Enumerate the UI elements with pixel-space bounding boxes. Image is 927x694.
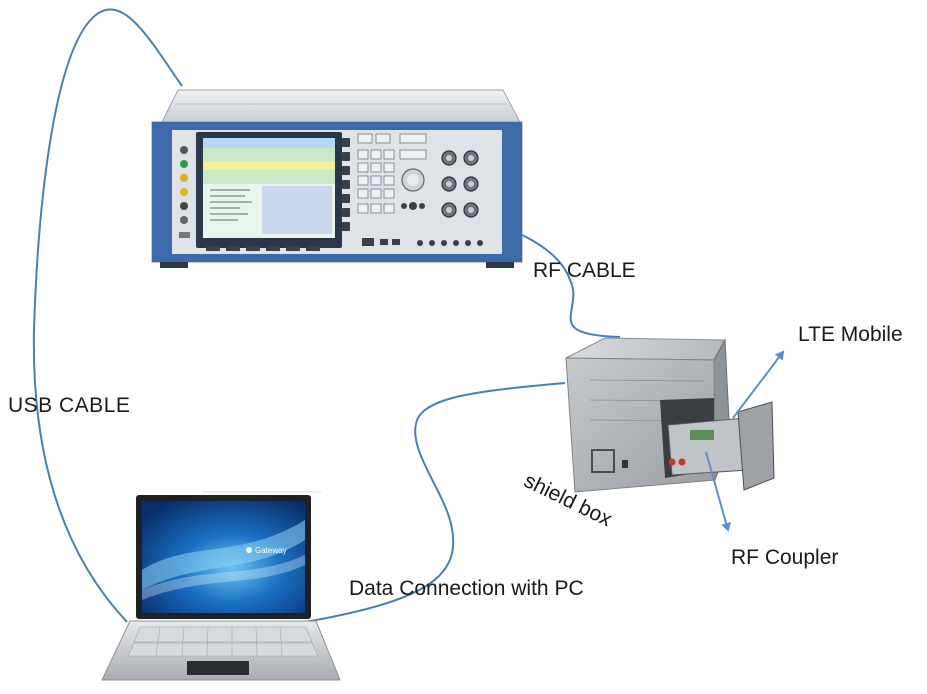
shield-box bbox=[565, 337, 775, 493]
laptop-brand: Gateway bbox=[255, 546, 287, 555]
rf-coupler-label: RF Coupler bbox=[731, 546, 839, 569]
shield-box-tray bbox=[667, 417, 749, 476]
usb-cable-label: USB CABLE bbox=[8, 394, 131, 417]
shield-box-handle bbox=[591, 449, 615, 473]
laptop: Gateway bbox=[101, 491, 341, 681]
instrument-left-buttons bbox=[179, 146, 190, 238]
data-connection-label: Data Connection with PC bbox=[349, 577, 584, 600]
laptop-touchpad bbox=[187, 661, 249, 675]
rf-coupler-arrow bbox=[705, 451, 731, 532]
gateway-logo-icon bbox=[246, 547, 252, 553]
lte-mobile-device bbox=[690, 430, 714, 440]
data-connection-cable bbox=[304, 382, 566, 623]
rf-cable-label: RF CABLE bbox=[533, 259, 636, 282]
usb-cable bbox=[32, 8, 183, 623]
test-instrument bbox=[151, 89, 523, 268]
instrument-keypad bbox=[357, 133, 427, 214]
lte-mobile-arrow bbox=[732, 350, 785, 419]
laptop-keyboard bbox=[127, 626, 319, 657]
lte-mobile-label: LTE Mobile bbox=[798, 323, 903, 346]
